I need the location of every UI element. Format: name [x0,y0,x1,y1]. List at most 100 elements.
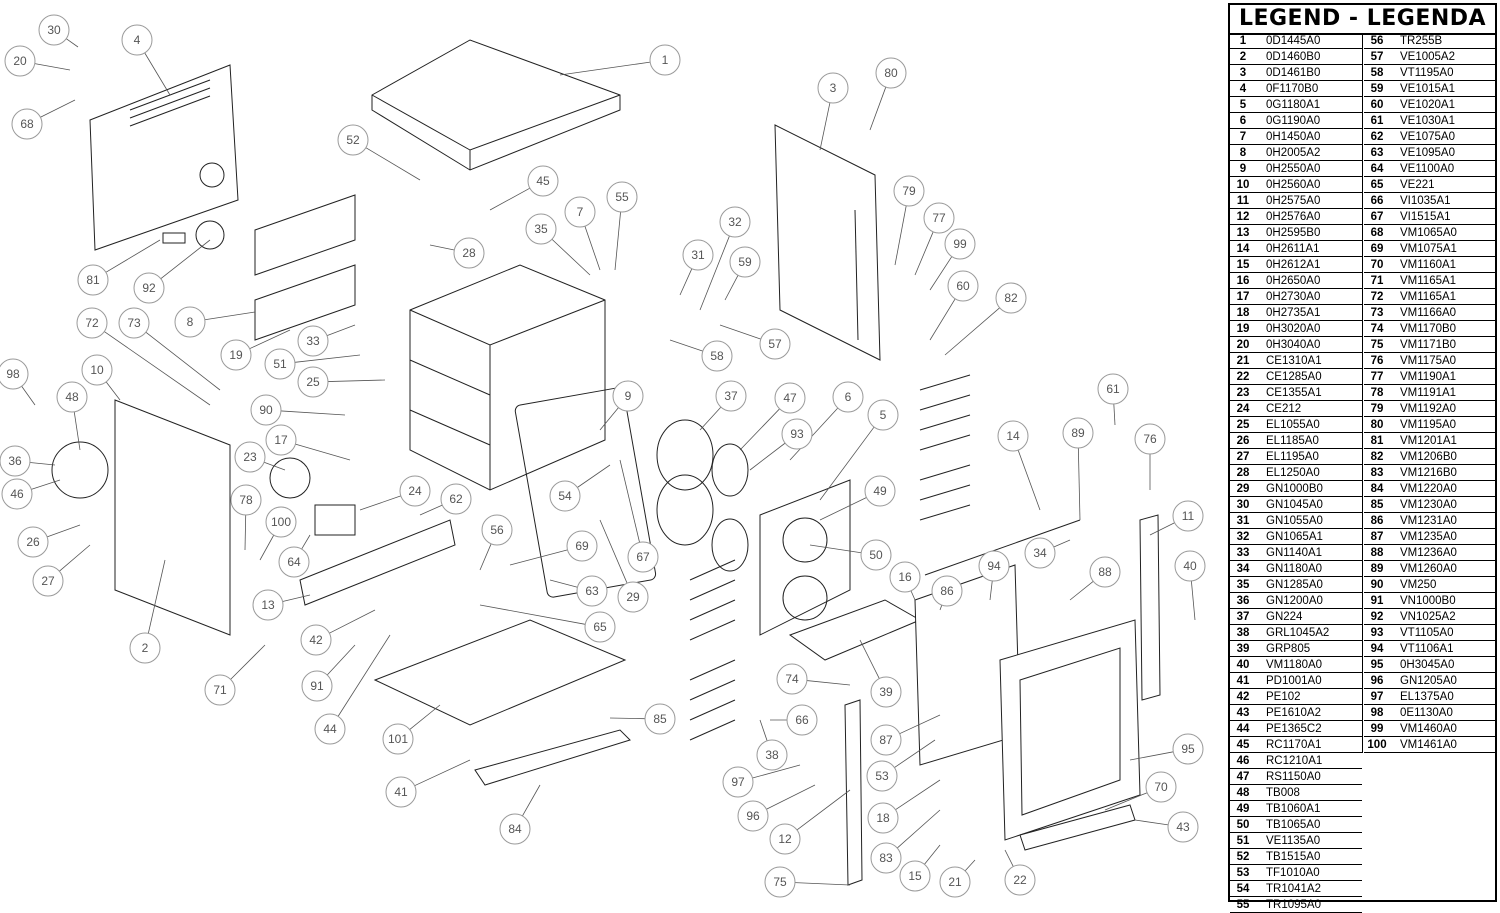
callout-number: 56 [490,523,504,537]
callout-circle [944,228,976,260]
callout-number: 32 [728,215,742,229]
callout-circle [1062,417,1094,449]
callout-circle [860,539,892,571]
callout-circle [682,239,714,271]
callout-number: 68 [20,117,34,131]
callout-68: 68 [11,108,43,140]
callout-65: 65 [584,611,616,643]
legend-entry-number: 14 [1236,243,1250,255]
legend-entry-code: VM1160A1 [1400,259,1457,271]
callout-40: 40 [1174,550,1206,582]
legend-entry-code: 0G1190A0 [1266,115,1321,127]
callout-leader-89 [1077,447,1081,521]
legend-entry-code: GRL1045A2 [1266,627,1330,639]
callout-number: 72 [85,316,99,330]
callout-number: 83 [879,851,893,865]
callout-circle [776,663,808,695]
legend-entry-code: VT1195A0 [1400,67,1454,79]
callout-leader-42 [329,609,376,634]
callout-14: 14 [997,420,1029,452]
legend-entry-number: 44 [1236,723,1250,735]
callout-circle [606,181,638,213]
callout-leader-54 [577,464,611,488]
callout-circle [867,802,899,834]
legend-entry-number: 63 [1370,147,1384,159]
legend-entry-code: EL1055A0 [1266,419,1320,431]
legend-entry-number: 39 [1236,643,1250,655]
callout-number: 35 [534,222,548,236]
legend-entry-code: VM1192A0 [1400,403,1457,415]
legend-entry-number: 59 [1370,83,1384,95]
callout-circle [889,561,921,593]
callout-number: 6 [845,390,852,404]
callout-circle [737,800,769,832]
legend-entry-code: PE102 [1266,691,1301,703]
callout-number: 63 [585,584,599,598]
callout-circle [612,380,644,412]
callout-number: 77 [932,211,946,225]
legend-entry-number: 21 [1236,355,1250,367]
callout-number: 33 [306,334,320,348]
callout-number: 4 [134,33,141,47]
callout-number: 23 [243,450,257,464]
callout-leader-36 [29,462,56,466]
legend-entry-code: VM1231A0 [1400,515,1457,527]
callout-42: 42 [300,624,332,656]
callout-number: 7 [577,205,584,219]
callout-3: 3 [817,72,849,104]
legend-entry-code: VM1201A1 [1400,435,1457,447]
callout-circle [549,480,581,512]
callout-circle [931,575,963,607]
legend-entry-code: 0H2550A0 [1266,163,1321,175]
legend-entry-number: 96 [1370,675,1384,687]
callout-1: 1 [649,44,681,76]
legend-entry-number: 7 [1239,131,1247,143]
legend-entry-code: 0H2595B0 [1266,227,1321,239]
callout-circle [1024,537,1056,569]
callout-circle [525,213,557,245]
legend-entry-number: 52 [1236,851,1250,863]
legend-entry-code: GN1045A0 [1266,499,1323,511]
callout-72: 72 [76,307,108,339]
callout-circle [81,354,113,386]
callout-leader-83 [896,809,941,849]
legend-entry-code: GN1200A0 [1266,595,1323,607]
callout-circle [133,272,165,304]
legend-entry-code: 0H2560A0 [1266,179,1321,191]
callout-number: 24 [408,484,422,498]
legend-entry-code: 0H2612A1 [1266,259,1321,271]
callout-58: 58 [701,340,733,372]
callout-61: 61 [1097,373,1129,405]
callout-number: 3 [830,81,837,95]
callout-number: 53 [875,769,889,783]
legend-entry-number: 33 [1236,547,1250,559]
callout-number: 5 [880,408,887,422]
callout-leader-33 [326,324,356,337]
callout-leader-75 [794,882,851,886]
callout-circle [250,394,282,426]
legend-entry-code: CE1285A0 [1266,371,1322,383]
legend-entry-code: GN1140A1 [1266,547,1323,559]
legend-entry-code: TB1060A1 [1266,803,1321,815]
callout-47: 47 [774,382,806,414]
callout-73: 73 [118,307,150,339]
callout-leader-98 [21,386,36,406]
legend-entry-number: 61 [1370,115,1384,127]
callout-circle [722,766,754,798]
callout-leader-27 [59,544,91,572]
callout-15: 15 [899,860,931,892]
callout-number: 58 [710,349,724,363]
callout-leader-71 [230,644,266,680]
callout-leader-39 [859,639,880,679]
